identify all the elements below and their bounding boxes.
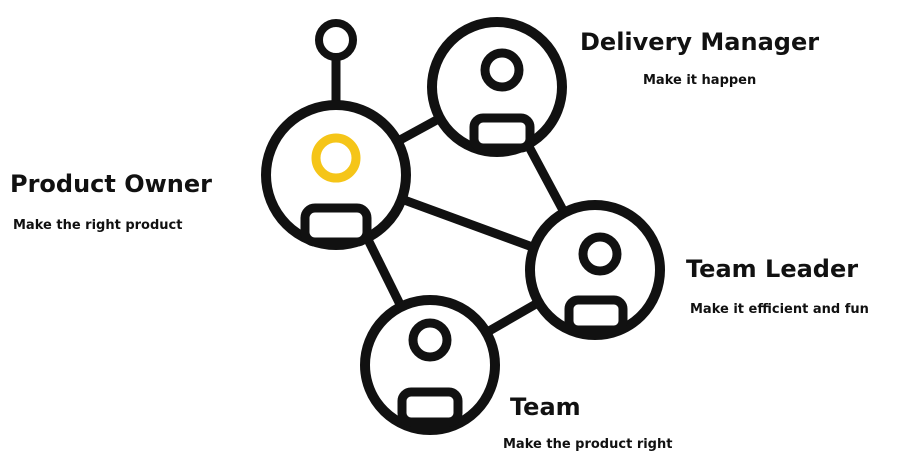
node-circle xyxy=(360,295,500,435)
role-title-team: Team xyxy=(510,393,581,421)
user-head-icon xyxy=(578,232,622,276)
role-title-product-owner: Product Owner xyxy=(10,170,213,198)
node-product-owner xyxy=(261,100,411,250)
role-subtitle-team-leader: Make it efficient and fun xyxy=(690,302,869,317)
role-title-team-leader: Team Leader xyxy=(686,255,859,283)
user-body-icon xyxy=(300,203,372,247)
user-body-icon xyxy=(397,387,463,427)
role-title-delivery-manager: Delivery Manager xyxy=(580,28,820,56)
user-head-icon xyxy=(408,318,452,362)
node-delivery-manager xyxy=(427,17,567,157)
user-head-icon xyxy=(311,133,361,183)
role-subtitle-product-owner: Make the right product xyxy=(13,218,183,233)
node-team xyxy=(360,295,500,435)
node-team-leader xyxy=(525,200,665,340)
user-body-icon xyxy=(564,295,628,335)
pin-circle xyxy=(315,19,357,61)
user-head-icon xyxy=(480,48,524,92)
role-subtitle-team: Make the product right xyxy=(503,437,673,452)
pin-node xyxy=(315,19,357,112)
role-subtitle-delivery-manager: Make it happen xyxy=(643,73,757,88)
role-nodes xyxy=(261,17,665,435)
user-body-icon xyxy=(469,113,535,153)
